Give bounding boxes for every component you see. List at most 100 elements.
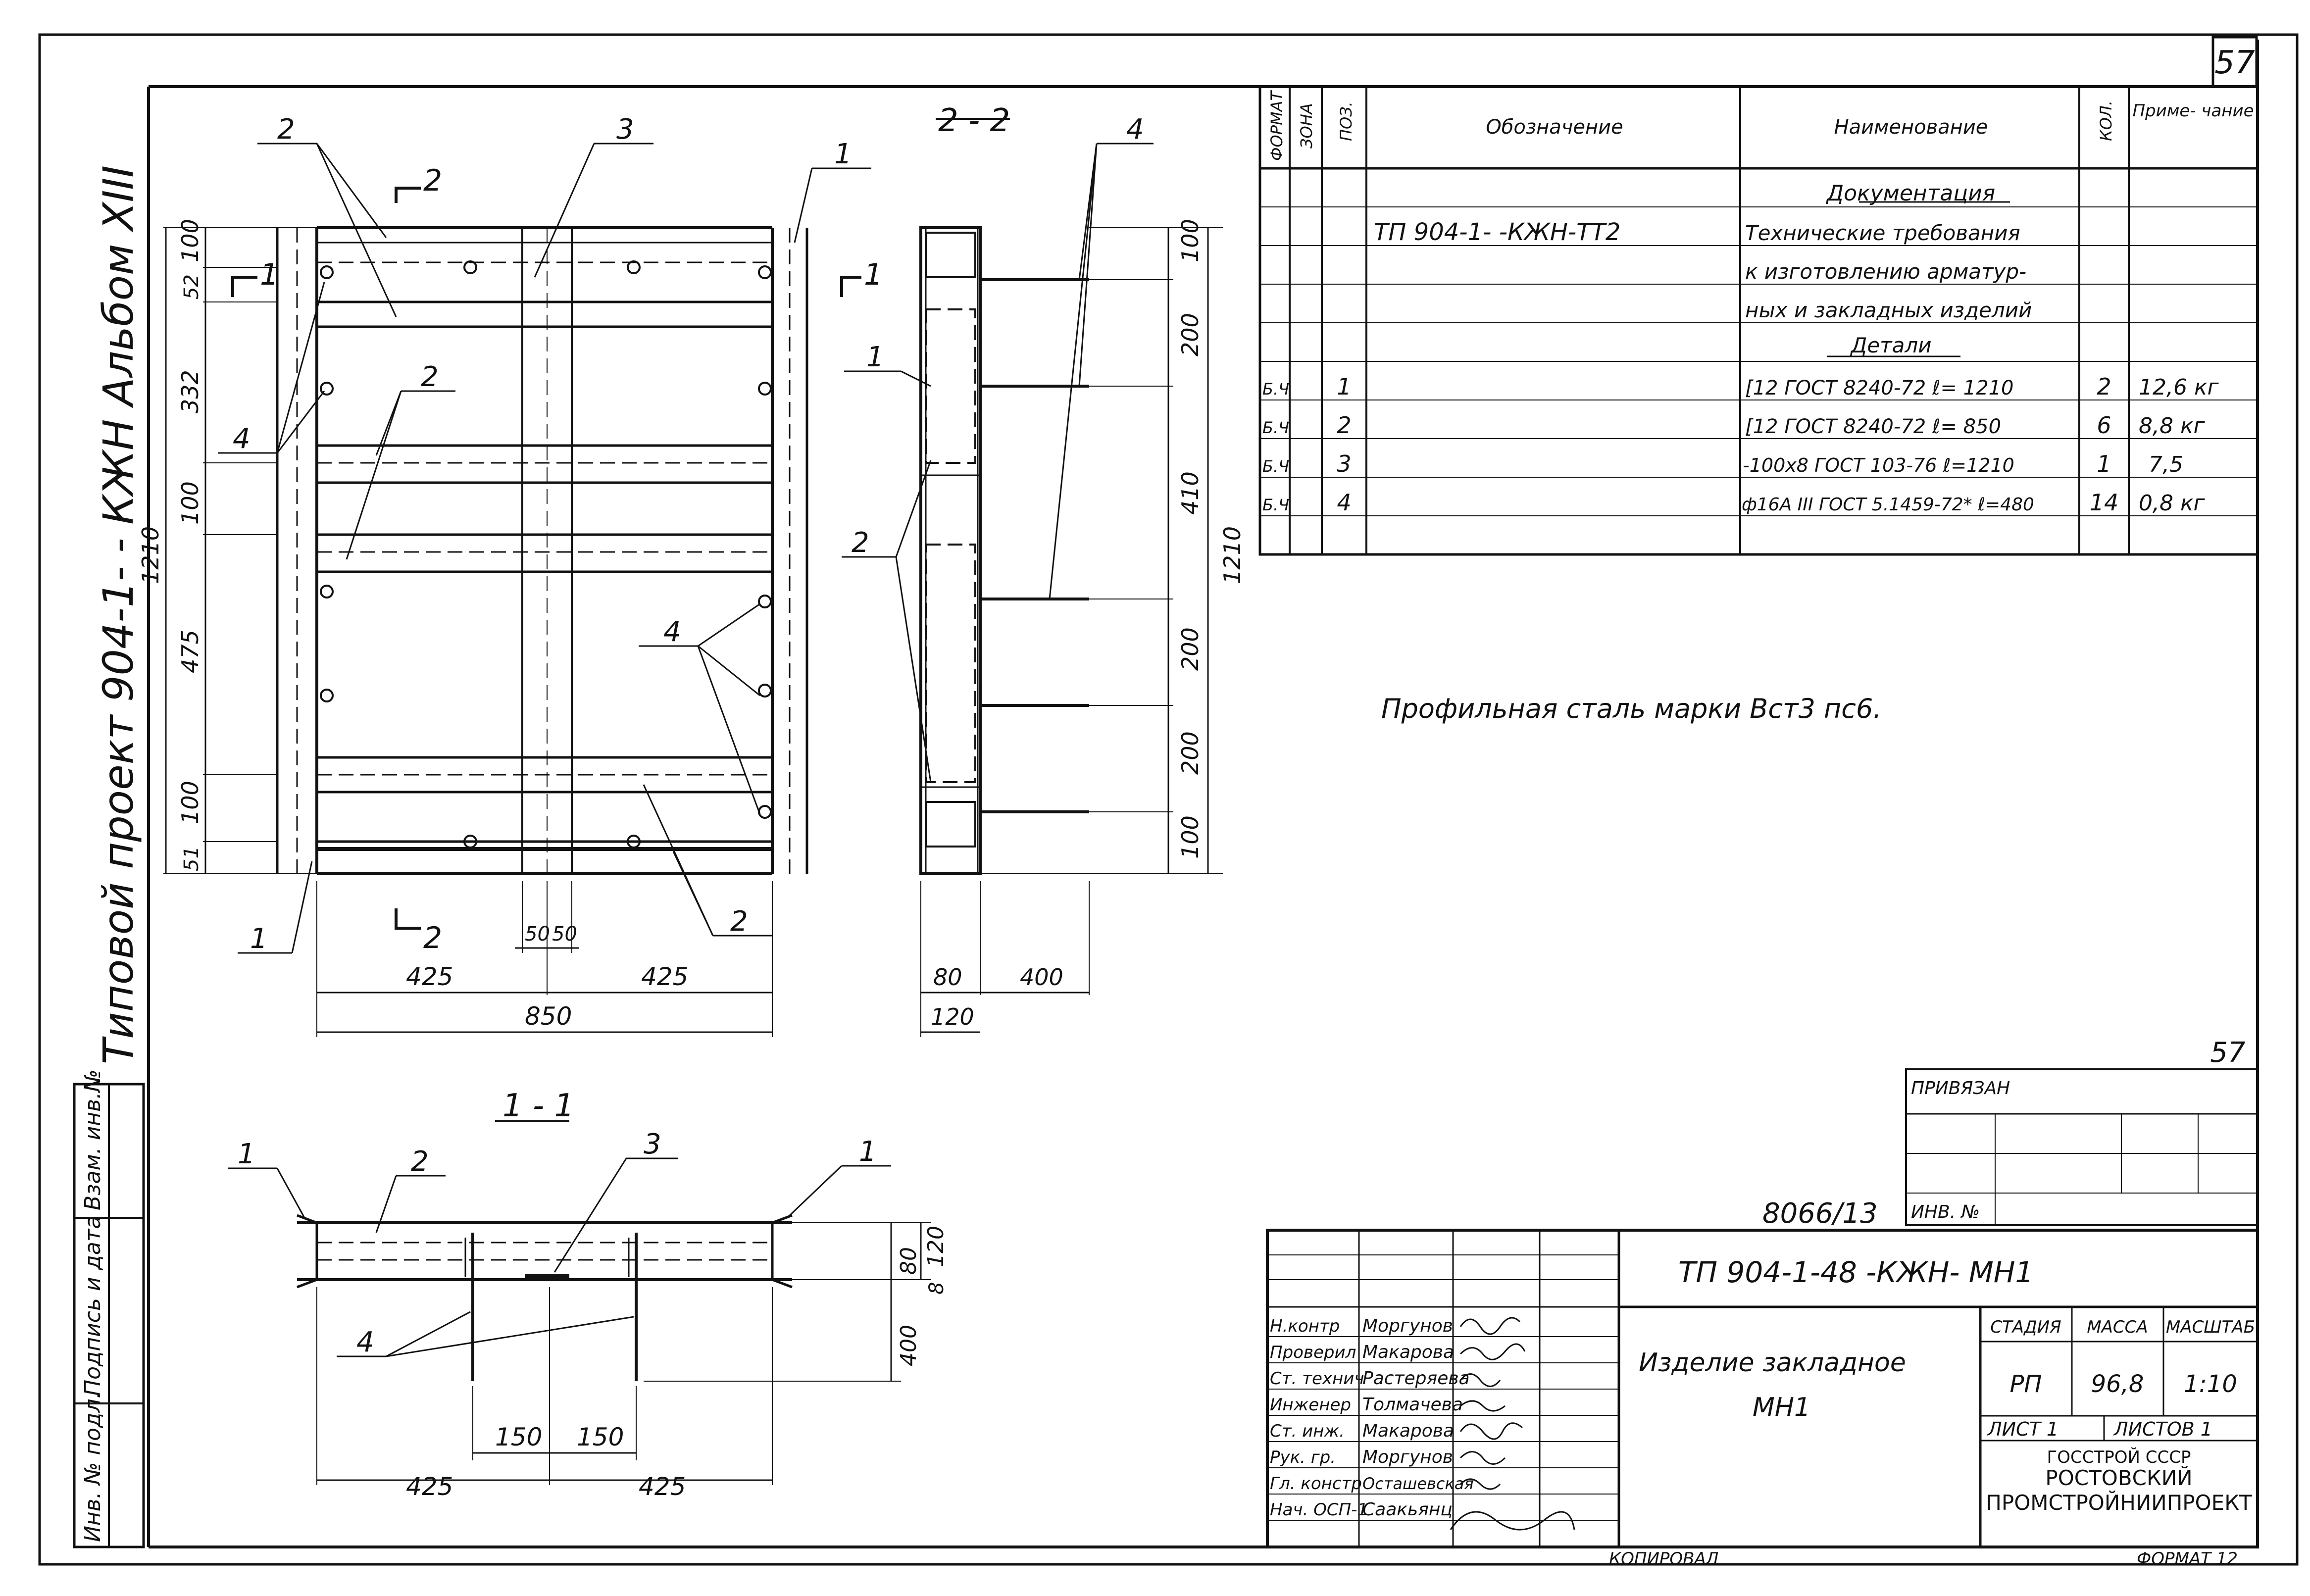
spec-row-7: Б.Ч 1 [12 ГОСТ 8240-72 ℓ= 1210 2 12,6 кг: [1262, 373, 2219, 400]
signer-role: Н.контр: [1270, 1316, 1340, 1336]
front-view: [163, 143, 871, 1037]
steel-grade-note: Профильная сталь марки Вст3 пс6.: [1381, 693, 1882, 724]
front-dim-h-850: 850: [525, 1002, 572, 1031]
section-2-2-leader-1: 1: [866, 341, 884, 373]
spec-row-9: Б.Ч 3 -100х8 ГОСТ 103-76 ℓ=1210 1 7,5: [1262, 450, 2183, 477]
spec-row-name: Технические требования: [1745, 221, 2020, 245]
spec-row-4: к изготовлению арматур-: [1745, 259, 2026, 284]
spec-header-format: ФОРМАТ: [1267, 90, 1286, 161]
section-2-2-title: 2 - 2: [938, 102, 1010, 139]
s11-leader-3: 3: [644, 1128, 661, 1160]
section-1-1: [228, 1120, 931, 1485]
s11-dim-v-400: 400: [896, 1325, 921, 1366]
spec-header-pos: ПОЗ.: [1337, 101, 1356, 141]
tie-block: [1905, 1068, 2259, 1226]
spec-row-designation: ТП 904-1- -КЖН-ТТ2: [1374, 218, 1620, 246]
title-block-scale-label: МАСШТАБ: [2166, 1317, 2255, 1337]
spec-header-name: Наименование: [1834, 116, 1988, 139]
title-block-org-2: РОСТОВСКИЙ: [2045, 1465, 2192, 1490]
signer-row: Нач. ОСП-1 Саакьянц: [1270, 1499, 1453, 1520]
s22-dim-v-200a: 200: [1177, 313, 1204, 356]
section-2-2-leader-2: 2: [852, 527, 869, 559]
title-block-stage: РП: [2009, 1370, 2042, 1398]
inventory-code: 8066/13: [1762, 1197, 1878, 1230]
signer-name: Толмачева: [1362, 1395, 1463, 1415]
s11-leader-1-right: 1: [859, 1136, 877, 1168]
s11-leader-4: 4: [356, 1326, 374, 1358]
title-block-item-name: Изделие закладное: [1639, 1348, 1906, 1378]
s22-dim-v-1210: 1210: [1219, 526, 1246, 584]
s11-dim-h-150a: 150: [495, 1423, 542, 1451]
title-block-sheets: ЛИСТОВ 1: [2113, 1418, 2212, 1440]
front-leader-1-bottom: 1: [250, 923, 268, 955]
left-strip-cell-3: Инв. № подл.: [80, 1392, 105, 1542]
s22-dim-v-200c: 200: [1177, 731, 1204, 775]
spec-row-format: Б.Ч: [1262, 380, 1289, 399]
front-leader-4-left: 4: [233, 423, 251, 455]
section-2-2-leader-4: 4: [1126, 113, 1144, 146]
front-leader-1-top: 1: [834, 138, 852, 170]
spec-row-note: 12,6 кг: [2139, 375, 2219, 400]
spec-row-format: Б.Ч: [1262, 418, 1289, 437]
sheet-number-bottom: 57: [2210, 1037, 2246, 1069]
front-cut-mark-1-right: 1: [864, 257, 883, 292]
signer-role: Инженер: [1270, 1395, 1351, 1415]
left-strip: [73, 1083, 145, 1548]
s11-dim-v-120: 120: [923, 1226, 949, 1267]
spec-header-designation: Обозначение: [1486, 116, 1623, 139]
spec-table-grid: [1258, 85, 2259, 556]
title-block-sheet: ЛИСТ 1: [1987, 1418, 2059, 1440]
title-block-stage-label: СТАДИЯ: [1990, 1317, 2061, 1337]
spec-header-zone: ЗОНА: [1297, 103, 1316, 149]
spec-row-qty: 1: [2097, 450, 2111, 477]
title-block-org-1: ГОССТРОЙ СССР: [2047, 1447, 2191, 1467]
s22-dim-v-410: 410: [1177, 471, 1204, 515]
front-dim-v-100b: 100: [177, 481, 203, 525]
spec-row-name: [12 ГОСТ 8240-72 ℓ= 1210: [1745, 377, 2013, 399]
signature-scribbles: [1450, 1317, 1575, 1531]
signer-row: Рук. гр. Моргунов: [1270, 1447, 1453, 1467]
side-stamp: Типовой проект 904-1- - КЖН Альбом XIII: [94, 165, 143, 1064]
front-dim-h-50b: 50: [552, 923, 577, 946]
spec-row-pos: 1: [1337, 373, 1351, 400]
section-1-1-title: 1 - 1: [502, 1088, 574, 1124]
s11-dim-h-425a: 425: [406, 1472, 453, 1501]
title-block-mass-label: МАССА: [2087, 1317, 2148, 1337]
spec-row-name: ф16А III ГОСТ 5.1459-72* ℓ=480: [1742, 495, 2034, 515]
spec-row-qty: 14: [2090, 489, 2119, 516]
front-dim-v-52: 52: [180, 274, 203, 299]
front-dim-h-50a: 50: [525, 923, 550, 946]
front-leader-2b: 2: [421, 361, 439, 393]
signer-row: Инженер Толмачева: [1270, 1395, 1463, 1415]
front-dim-v-51: 51: [180, 846, 203, 871]
s22-dim-h-400: 400: [1020, 964, 1063, 991]
spec-row-name: к изготовлению арматур-: [1745, 259, 2026, 284]
left-strip-cell-2: Подпись и дата: [80, 1216, 105, 1396]
signer-role: Рук. гр.: [1270, 1447, 1336, 1467]
spec-row-2: Документация: [1826, 181, 1996, 206]
front-dim-v-1210: 1210: [137, 526, 164, 584]
signer-name: Макарова: [1362, 1342, 1454, 1362]
s11-dim-v-8: 8: [925, 1282, 948, 1295]
signer-row: Н.контр Моргунов: [1270, 1316, 1453, 1336]
signer-name: Моргунов: [1362, 1316, 1453, 1336]
s11-dim-v-80: 80: [896, 1247, 921, 1275]
s22-dim-v-200b: 200: [1177, 627, 1204, 671]
title-block-item-mark: МН1: [1753, 1393, 1810, 1422]
spec-row-3: ТП 904-1- -КЖН-ТТ2 Технические требовани…: [1374, 218, 2020, 246]
signer-name: Моргунов: [1362, 1447, 1453, 1467]
spec-row-note: 8,8 кг: [2139, 413, 2206, 439]
signer-role: Ст. технич: [1270, 1369, 1364, 1389]
spec-row-name: [12 ГОСТ 8240-72 ℓ= 850: [1745, 415, 2001, 438]
spec-row-pos: 4: [1337, 489, 1351, 516]
spec-row-8: Б.Ч 2 [12 ГОСТ 8240-72 ℓ= 850 6 8,8 кг: [1262, 412, 2206, 439]
title-block-grid: [1266, 1229, 2259, 1548]
spec-row-name: ных и закладных изделий: [1745, 298, 2032, 322]
front-leader-3: 3: [616, 113, 634, 146]
s11-dim-h-150b: 150: [577, 1423, 624, 1451]
signer-role: Нач. ОСП-1: [1270, 1500, 1368, 1520]
tie-block-label: ПРИВЯЗАН: [1911, 1078, 2010, 1098]
spec-row-qty: 2: [2097, 373, 2111, 400]
spec-row-name: Детали: [1850, 333, 1932, 357]
